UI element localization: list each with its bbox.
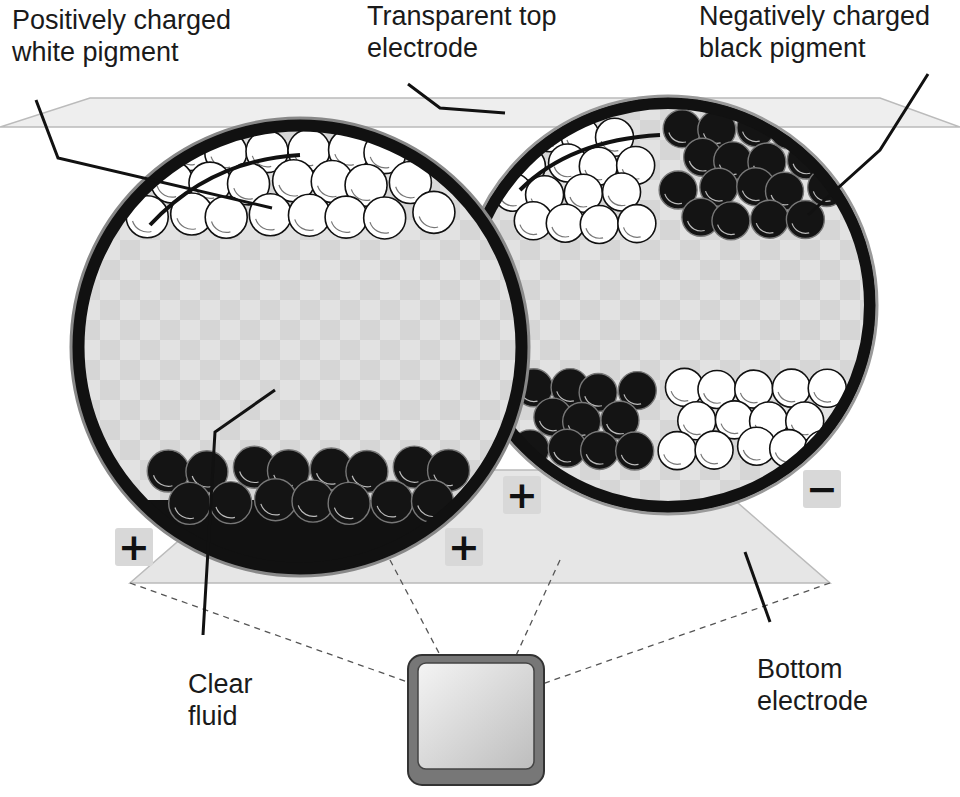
callout-label: Clear fluid (188, 668, 278, 733)
polarity-sign: + (115, 528, 153, 566)
e-reader-device (408, 655, 544, 785)
left-capsule (71, 118, 529, 590)
callout-label: Negatively charged black pigment (699, 0, 955, 65)
callout-label: Positively charged white pigment (12, 4, 274, 69)
polarity-sign: − (803, 470, 841, 508)
polarity-sign: + (503, 476, 541, 514)
callout-label: Transparent top electrode (367, 0, 597, 65)
callout-label: Bottom electrode (757, 653, 907, 718)
leader-lines (36, 74, 928, 635)
polarity-sign: + (445, 528, 483, 566)
